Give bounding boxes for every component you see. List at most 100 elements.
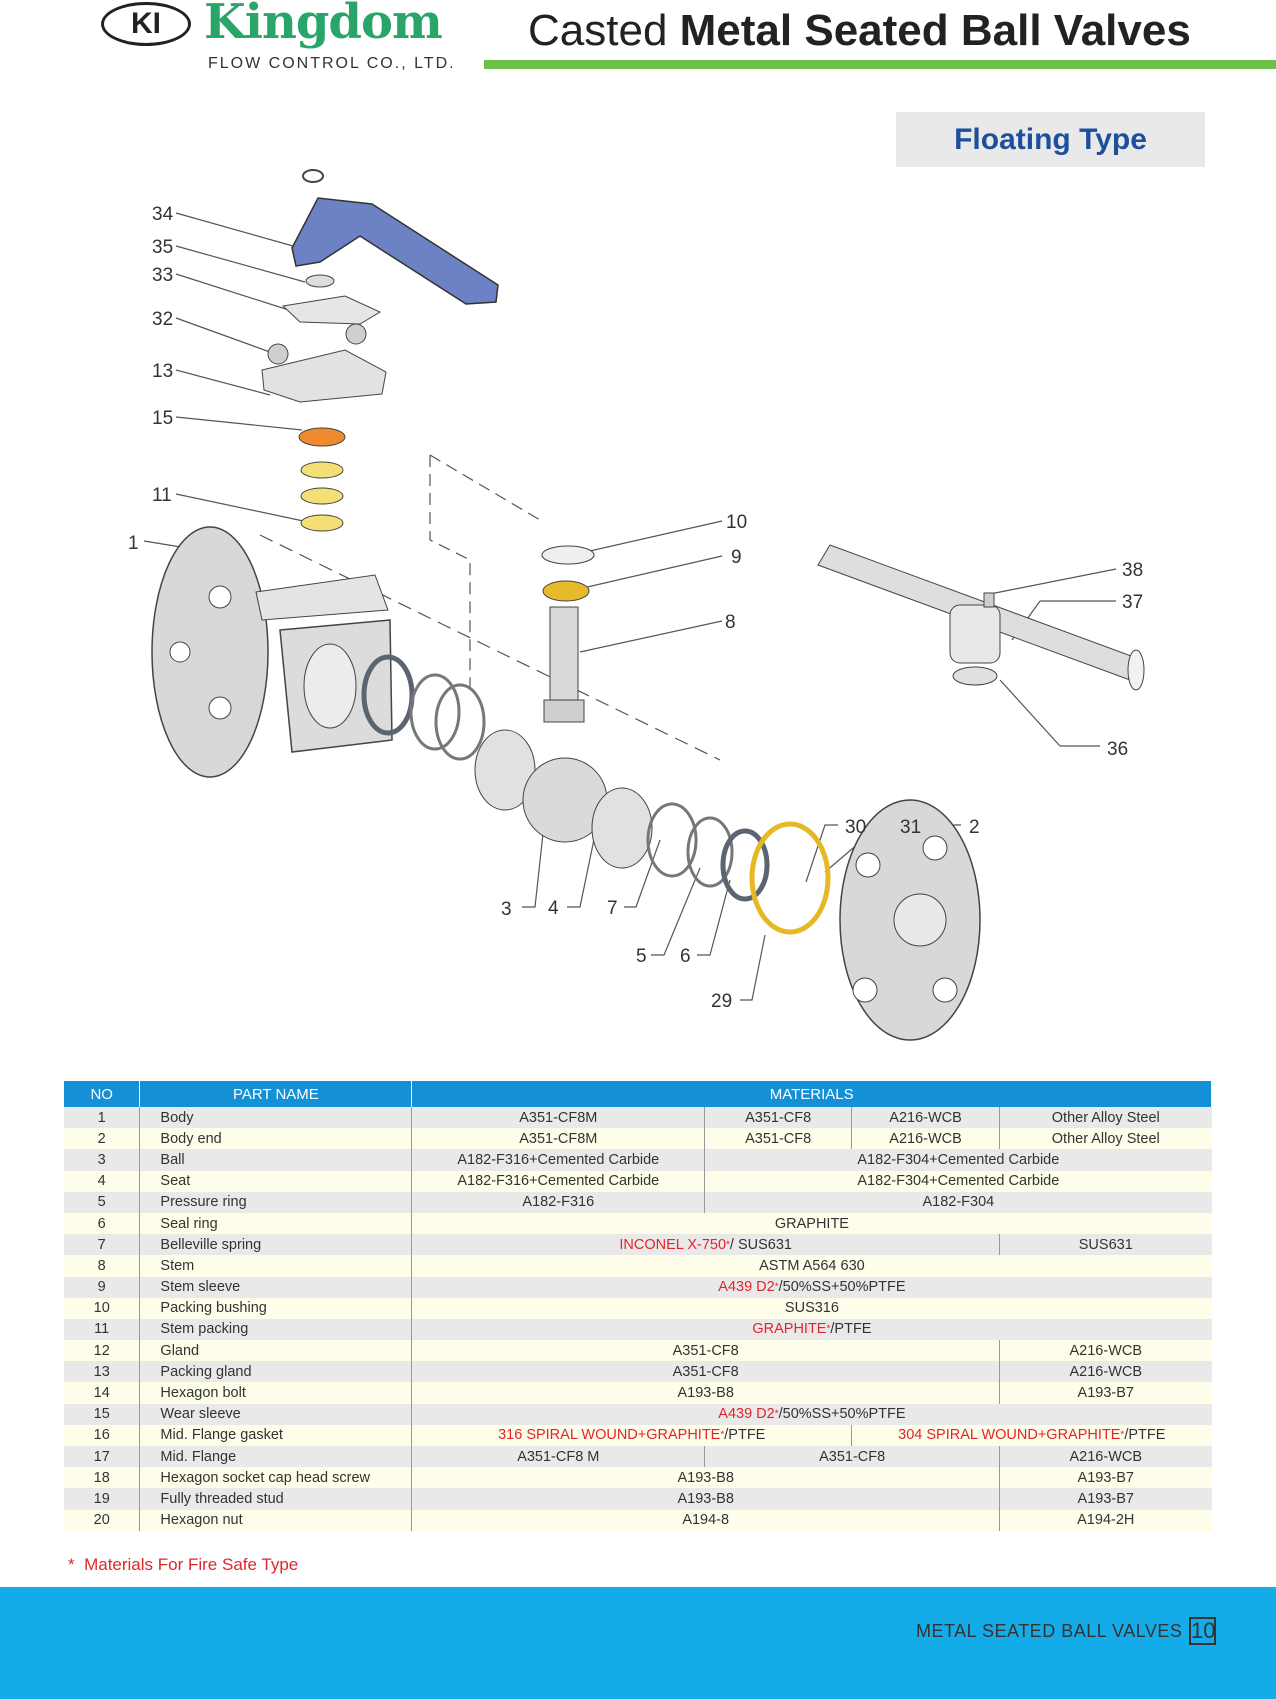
part-name: Pressure ring	[139, 1191, 413, 1213]
brand-subtitle: FLOW CONTROL CO., LTD.	[208, 55, 456, 72]
row-number: 2	[64, 1128, 141, 1150]
row-number: 10	[64, 1297, 141, 1319]
fire-safe-marker: *	[826, 1324, 831, 1336]
row-number: 17	[64, 1446, 141, 1468]
material-cell: ASTM A564 630	[411, 1255, 1212, 1277]
material-cell: A182-F304+Cemented Carbide	[704, 1149, 1212, 1171]
fire-safe-marker: *	[726, 1239, 730, 1251]
part-name: Gland	[139, 1340, 413, 1362]
row-number: 18	[64, 1467, 141, 1489]
callout-2: 2	[969, 817, 980, 838]
callout-3: 3	[501, 899, 512, 920]
material-rest: /PTFE	[724, 1427, 766, 1444]
material-cell: A193-B7	[999, 1488, 1212, 1510]
callout-35: 35	[152, 237, 173, 258]
fire-safe-marker: *	[1120, 1430, 1125, 1442]
material-cell: A193-B8	[411, 1488, 1001, 1510]
material-cell: Other Alloy Steel	[999, 1107, 1212, 1129]
part-name: Hexagon bolt	[139, 1382, 413, 1404]
part-name: Ball	[139, 1149, 413, 1171]
row-number: 20	[64, 1509, 141, 1531]
row-number: 8	[64, 1255, 141, 1277]
row-number: 6	[64, 1212, 141, 1235]
material-cell: A182-F316+Cemented Carbide	[411, 1170, 706, 1192]
fire-safe-material: 304 SPIRAL WOUND+GRAPHITE	[898, 1427, 1121, 1444]
material-cell: A216-WCB	[999, 1340, 1212, 1362]
fire-safe-material: A439 D2	[718, 1279, 775, 1296]
part-name: Seal ring	[139, 1212, 413, 1235]
fire-safe-material: INCONEL X-750	[619, 1236, 727, 1253]
row-number: 19	[64, 1488, 141, 1510]
part-name: Mid. Flange gasket	[139, 1424, 413, 1446]
brand-name: Kingdom	[204, 0, 443, 50]
part-name: Packing gland	[139, 1361, 413, 1383]
material-cell: A182-F316+Cemented Carbide	[411, 1149, 706, 1171]
callout-38: 38	[1122, 560, 1143, 581]
callout-32: 32	[152, 309, 173, 330]
row-number: 5	[64, 1191, 141, 1213]
material-cell: A351-CF8M	[411, 1107, 706, 1129]
material-cell: A193-B7	[999, 1382, 1212, 1404]
material-rest: /50%SS+50%PTFE	[778, 1406, 906, 1423]
fire-safe-marker: *	[720, 1430, 725, 1442]
page-title: Casted Metal Seated Ball Valves	[528, 6, 1191, 56]
callout-11: 11	[152, 485, 172, 506]
material-cell: GRAPHITE	[411, 1212, 1212, 1235]
material-cell: A351-CF8	[704, 1107, 853, 1129]
title-bold: Metal Seated Ball Valves	[679, 6, 1191, 55]
material-cell: A216-WCB	[999, 1446, 1212, 1468]
row-number: 3	[64, 1149, 141, 1171]
callout-6: 6	[680, 946, 691, 967]
part-name: Stem sleeve	[139, 1276, 413, 1298]
fire-safe-material: 316 SPIRAL WOUND+GRAPHITE	[498, 1427, 721, 1444]
callout-36: 36	[1107, 739, 1128, 760]
note-text: Materials For Fire Safe Type	[84, 1555, 299, 1574]
part-name: Hexagon nut	[139, 1509, 413, 1531]
material-cell: SUS316	[411, 1297, 1212, 1319]
fire-safe-material: A439 D2	[718, 1406, 775, 1423]
row-number: 1	[64, 1107, 141, 1129]
row-number: 13	[64, 1361, 141, 1383]
part-name: Seat	[139, 1170, 413, 1192]
row-number: 12	[64, 1340, 141, 1362]
callout-37: 37	[1122, 592, 1143, 613]
callout-9: 9	[731, 547, 742, 568]
part-name: Belleville spring	[139, 1234, 413, 1256]
part-name: Fully threaded stud	[139, 1488, 413, 1510]
material-cell: A439 D2*/50%SS+50%PTFE	[411, 1403, 1212, 1425]
callout-4: 4	[548, 898, 559, 919]
callout-15: 15	[152, 408, 173, 429]
material-cell: A439 D2*/50%SS+50%PTFE	[411, 1276, 1212, 1298]
note-marker: *	[68, 1555, 75, 1574]
row-number: 11	[64, 1318, 141, 1341]
callout-34: 34	[152, 204, 174, 225]
footer-band	[0, 1587, 1276, 1699]
callout-33: 33	[152, 265, 173, 286]
material-cell: A351-CF8	[704, 1128, 853, 1150]
callout-30: 30	[845, 817, 866, 838]
header-no: NO	[64, 1081, 141, 1107]
material-rest: /PTFE	[1124, 1427, 1166, 1444]
part-name: Body	[139, 1107, 413, 1129]
material-cell: A216-WCB	[851, 1107, 1001, 1129]
exploded-valve-diagram: 34 35 33 32 13 15 11 1 10 9 8 38 37 36 3…	[128, 169, 1145, 1041]
title-light: Casted	[528, 6, 668, 55]
material-cell: A182-F316	[411, 1191, 706, 1213]
material-cell: 304 SPIRAL WOUND+GRAPHITE*/PTFE	[851, 1424, 1212, 1446]
part-name: Hexagon socket cap head screw	[139, 1467, 413, 1489]
material-cell: A351-CF8	[411, 1340, 1001, 1362]
row-number: 9	[64, 1276, 141, 1298]
material-cell: SUS631	[999, 1234, 1212, 1256]
material-cell: A351-CF8	[704, 1446, 1001, 1468]
